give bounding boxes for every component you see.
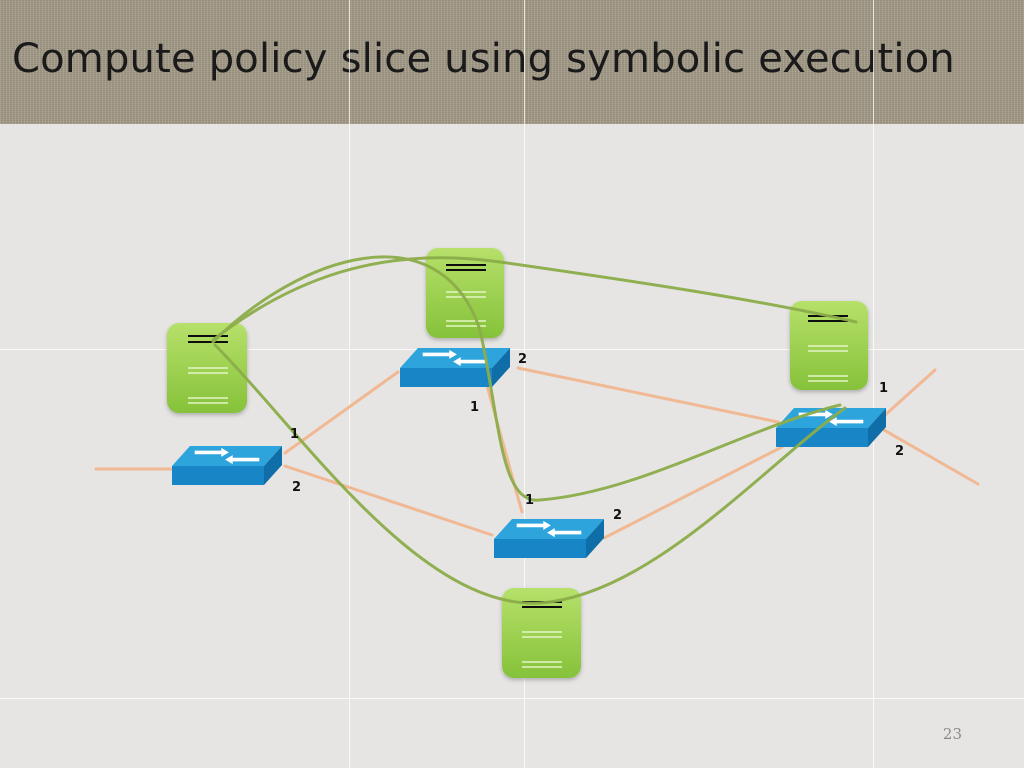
page-number: 23 — [942, 725, 962, 743]
link-topmid-right — [516, 366, 780, 424]
port-label: 2 — [292, 480, 301, 495]
port-label: 2 — [613, 508, 622, 523]
grid-line — [873, 0, 874, 768]
path-top-to-right — [211, 256, 858, 342]
grid-line — [349, 0, 350, 768]
link-right-host-up — [882, 368, 937, 418]
port-label: 2 — [895, 444, 904, 459]
symbolic-paths — [211, 255, 858, 605]
switch-bottom-mid[interactable] — [494, 519, 604, 558]
title-bar — [0, 0, 1024, 124]
port-label: 1 — [525, 493, 534, 508]
port-label: 1 — [879, 381, 888, 396]
port-label: 1 — [290, 427, 299, 442]
port-label: 1 — [470, 400, 479, 415]
flow-table-left[interactable] — [167, 323, 247, 413]
path-bottom-loop — [213, 343, 847, 605]
grid-line — [524, 0, 525, 768]
switch-left[interactable] — [172, 446, 282, 485]
link-left-topmid — [283, 370, 400, 455]
port-labels: 1 2 2 1 1 2 1 2 — [290, 352, 904, 523]
port-label: 2 — [518, 352, 527, 367]
link-topmid-bottommid — [484, 380, 524, 514]
link-left-bottommid — [283, 464, 494, 537]
flow-table-right[interactable] — [790, 301, 868, 390]
switch-right[interactable] — [776, 408, 886, 447]
physical-links — [94, 366, 980, 540]
link-right-host-down — [882, 428, 980, 486]
link-bottommid-right — [602, 445, 784, 540]
flow-table-top-mid[interactable] — [426, 248, 504, 338]
grid-line — [0, 349, 1024, 350]
grid-line — [0, 698, 1024, 699]
slide-title: Compute policy slice using symbolic exec… — [12, 36, 955, 82]
path-top-loop — [211, 255, 842, 502]
switch-top-mid[interactable] — [400, 348, 510, 387]
